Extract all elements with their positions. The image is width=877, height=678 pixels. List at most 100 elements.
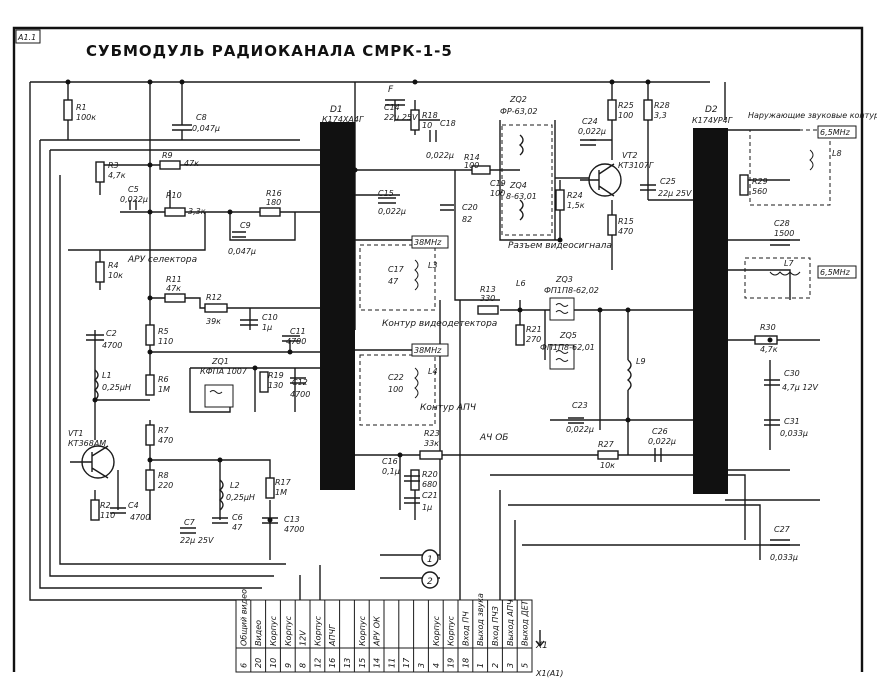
ref-c10: C10 [262, 313, 278, 322]
sheet-frame [12, 26, 864, 672]
val-c18: 0,022μ [426, 151, 454, 160]
val-c13: 4700 [284, 525, 304, 534]
val-c31: 0,033μ [780, 429, 808, 438]
connector-pin-number: 19 [447, 658, 456, 668]
ref-r13: R13 [480, 285, 496, 294]
ic-d2 [693, 128, 728, 494]
ref-c9: C9 [240, 221, 251, 230]
ref-l9: L9 [636, 357, 646, 366]
connector-pin-number: 3 [417, 663, 426, 668]
ref-c26: C26 [652, 427, 668, 436]
ref-l8: L8 [832, 149, 842, 158]
val-c4: 4700 [130, 513, 150, 522]
connector-pin-name: Видео [254, 620, 263, 646]
ref-zq2: ZQ2 [509, 95, 527, 104]
val-c17: 47 [388, 277, 399, 286]
ref-r1: R1 [76, 103, 87, 112]
ref-r11: R11 [166, 275, 182, 284]
ref-c31: C31 [784, 417, 800, 426]
val-c20: 82 [462, 215, 472, 224]
connector-pin-number: 18 [461, 658, 470, 668]
val-r25: 100 [618, 111, 633, 120]
connector-pin-name: АРУ ОК [373, 616, 382, 647]
val-c8: 0,047μ [192, 124, 220, 133]
val-r24: 1,5к [567, 201, 585, 210]
val-r3: 4,7к [108, 171, 126, 180]
connector-footer: Х1(А1) [535, 669, 563, 678]
connector-pin-name: Выход ДЕТ [521, 599, 530, 646]
ref-c6: C6 [232, 513, 243, 522]
sheet-tag: А1.1 [17, 33, 36, 42]
val-r4: 10к [108, 271, 123, 280]
val-r16: 180 [266, 198, 281, 207]
ic-d2-part: К174УР4Г [692, 116, 733, 125]
ref-c22: C22 [388, 373, 404, 382]
val-c30: 4,7μ 12V [782, 383, 819, 392]
frequency-tags: 38MHz 38MHz 6,5MHz 6,5MHz [411, 125, 857, 357]
connector-pin-number: 13 [343, 658, 352, 668]
ref-c14: C14 [384, 103, 400, 112]
val-c7: 22μ 25V [180, 536, 214, 545]
ref-r28: R28 [654, 101, 670, 110]
val-r10: 3,3к [188, 207, 206, 216]
ref-r30: R30 [760, 323, 776, 332]
ref-c30: C30 [784, 369, 800, 378]
val-vt2: КТ3107Г [618, 161, 654, 170]
junctions [65, 79, 773, 523]
connector-tag: Х1 [535, 641, 548, 651]
ref-c27: C27 [774, 525, 791, 534]
ref-r18: R18 [422, 111, 438, 120]
ic-d1-ref: D1 [330, 105, 343, 115]
val-r1: 100к [76, 113, 96, 122]
ref-c16: C16 [382, 457, 398, 466]
ref-r6: R6 [158, 375, 169, 384]
val-r29: 560 [752, 187, 767, 196]
ref-r5: R5 [158, 327, 169, 336]
connector-pin-name: Корпус [313, 615, 322, 646]
connector-pin-number: 10 [269, 658, 278, 668]
val-r11: 47к [166, 284, 181, 293]
ref-c2: C2 [106, 329, 117, 338]
connector-pin-number: 4 [432, 663, 441, 668]
ref-r20: R20 [422, 470, 438, 479]
afc-circuit-box [359, 354, 436, 426]
ref-r9: R9 [162, 151, 173, 160]
val-c9: 0,047μ [228, 247, 256, 256]
filter-zq1 [204, 384, 234, 408]
connector-pin-name: Корпус [358, 615, 367, 646]
ref-c12: C12 [292, 378, 308, 387]
val-r17: 1М [275, 488, 287, 497]
marker-2-label: 2 [427, 577, 433, 587]
ref-zq5: ZQ5 [559, 331, 577, 340]
diagram-title: СУБМОДУЛЬ РАДИОКАНАЛА СМРК-1-5 [86, 42, 453, 60]
val-l1: 0,25μH [102, 383, 131, 392]
ref-c28: C28 [774, 219, 790, 228]
val-zq2: ФР-63,02 [500, 107, 538, 116]
freq-65-b: 6,5MHz [820, 268, 851, 277]
ref-r23: R23 [424, 429, 440, 438]
connector-pin-name: Корпус [432, 615, 441, 646]
val-c15: 0,022μ [378, 207, 406, 216]
val-c28: 1500 [774, 229, 794, 238]
note-sound-adjust: Наружающие звуковые контура [748, 111, 877, 120]
inductors [93, 134, 632, 511]
val-vt1: КТ368АМ [68, 439, 106, 448]
connector-pin-name: Корпус [447, 615, 456, 646]
val-r13: 330 [480, 294, 495, 303]
tuned-coils [414, 149, 814, 399]
val-c6: 47 [232, 523, 243, 532]
connector-pin-number: 5 [521, 663, 530, 668]
val-c2: 4700 [102, 341, 122, 350]
connector-x1: Общий видео6Видео20Корпус10Корпус912V8Ко… [235, 589, 563, 678]
note-video-connector: Разъем видеосигнала [508, 241, 612, 251]
connector-pin-number: 9 [284, 663, 293, 668]
ref-r14: R14 [464, 153, 480, 162]
connector-pin-name: Выход звука [476, 593, 485, 646]
val-r5: 110 [158, 337, 173, 346]
ref-zq1: ZQ1 [211, 357, 229, 366]
val-c16: 0,1μ [382, 467, 400, 476]
val-r20: 680 [422, 480, 437, 489]
connector-pin-name: Вход ПЧЗ [491, 606, 500, 646]
filter-zq3 [549, 297, 575, 321]
ic-d1 [320, 122, 355, 490]
